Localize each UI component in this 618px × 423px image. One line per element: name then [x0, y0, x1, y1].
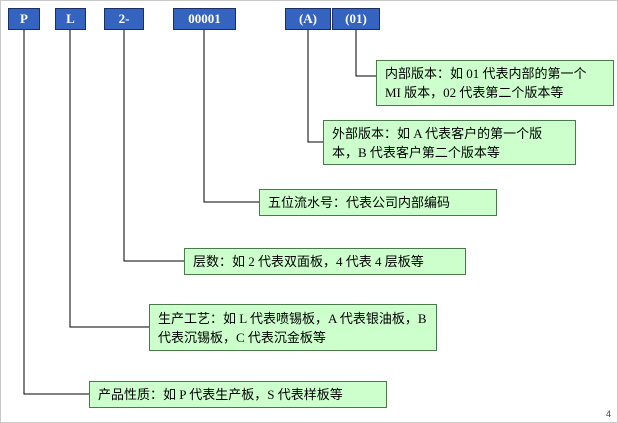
connector-product-type	[23, 30, 89, 395]
code-segment-external-version: (A)	[285, 8, 331, 30]
annotation-process-text: 生产工艺：如 L 代表喷锡板，A 代表银油板，B 代表沉锡板，C 代表沉金板等	[158, 310, 427, 345]
annotation-process: 生产工艺：如 L 代表喷锡板，A 代表银油板，B 代表沉锡板，C 代表沉金板等	[149, 304, 437, 351]
code-segment-process: L	[55, 8, 86, 30]
connector-serial-number	[203, 30, 259, 203]
connector-layer-count	[123, 30, 184, 262]
annotation-serial-number-text: 五位流水号：代表公司内部编码	[268, 195, 451, 210]
annotation-external-version: 外部版本：如 A 代表客户的第一个版本，B 代表客户第二个版本等	[323, 120, 576, 165]
code-segment-layer-count: 2-	[104, 8, 144, 30]
annotation-external-version-text: 外部版本：如 A 代表客户的第一个版本，B 代表客户第二个版本等	[332, 125, 543, 160]
annotation-serial-number: 五位流水号：代表公司内部编码	[259, 189, 497, 216]
code-segment-serial-number: 00001	[173, 8, 236, 30]
connector-process	[69, 30, 149, 328]
connector-external-version	[307, 30, 323, 143]
annotation-internal-version: 内部版本：如 01 代表内部的第一个 MI 版本，02 代表第二个版本等	[376, 60, 614, 106]
page-number: 4	[605, 409, 611, 419]
annotation-layer-count-text: 层数：如 2 代表双面板，4 代表 4 层板等	[193, 254, 424, 269]
annotation-product-type-text: 产品性质：如 P 代表生产板，S 代表样板等	[98, 387, 343, 402]
annotation-internal-version-text: 内部版本：如 01 代表内部的第一个 MI 版本，02 代表第二个版本等	[385, 66, 587, 100]
code-segment-internal-version: (01)	[332, 8, 380, 30]
code-segment-product-type: P	[8, 8, 40, 30]
connector-internal-version	[355, 30, 376, 77]
annotation-product-type: 产品性质：如 P 代表生产板，S 代表样板等	[89, 381, 387, 408]
annotation-layer-count: 层数：如 2 代表双面板，4 代表 4 层板等	[184, 248, 466, 275]
